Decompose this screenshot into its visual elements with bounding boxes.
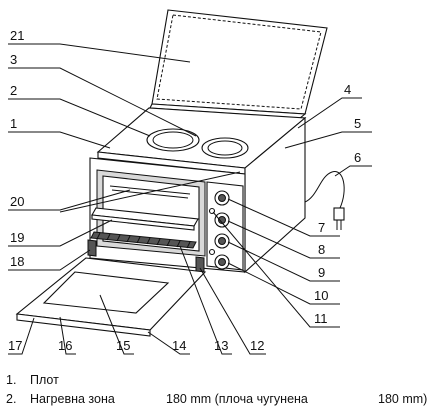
callout-3: 3 bbox=[10, 52, 17, 67]
callout-1: 1 bbox=[10, 116, 17, 131]
callout-14: 14 bbox=[172, 338, 186, 353]
callout-13: 13 bbox=[214, 338, 228, 353]
oven-door bbox=[15, 257, 207, 337]
callout-9: 9 bbox=[318, 265, 325, 280]
callout-8: 8 bbox=[318, 242, 325, 257]
callout-15: 15 bbox=[116, 338, 130, 353]
callout-12: 12 bbox=[250, 338, 264, 353]
cooktop bbox=[96, 107, 307, 175]
callout-16: 16 bbox=[58, 338, 72, 353]
control-knobs bbox=[208, 190, 230, 270]
legend-num-1: 1. bbox=[6, 373, 16, 387]
hotplate-large bbox=[146, 128, 200, 152]
legend-label-2: Нагревна зона bbox=[30, 392, 115, 406]
leader-lines bbox=[8, 43, 372, 355]
legend-spec-2: 180 mm (плоча чугунена bbox=[166, 392, 308, 406]
callout-6: 6 bbox=[354, 150, 361, 165]
oven-body bbox=[87, 116, 306, 274]
callout-10: 10 bbox=[314, 288, 328, 303]
callout-numbers: 21 3 2 1 4 5 6 20 19 18 7 8 9 10 11 12 1… bbox=[8, 28, 361, 353]
lid bbox=[149, 9, 328, 119]
callout-18: 18 bbox=[10, 254, 24, 269]
callout-4: 4 bbox=[344, 82, 351, 97]
legend-num-2: 2. bbox=[6, 392, 16, 406]
legend: 1. Плот 2. Нагревна зона 180 mm (плоча ч… bbox=[6, 373, 427, 406]
callout-11: 11 bbox=[314, 311, 328, 326]
callout-17: 17 bbox=[8, 338, 22, 353]
callout-2: 2 bbox=[10, 83, 17, 98]
callout-7: 7 bbox=[318, 220, 325, 235]
callout-21: 21 bbox=[10, 28, 24, 43]
callout-20: 20 bbox=[10, 194, 24, 209]
legend-label-1: Плот bbox=[30, 373, 59, 387]
power-cord bbox=[304, 171, 345, 230]
callout-19: 19 bbox=[10, 230, 24, 245]
callout-5: 5 bbox=[354, 116, 361, 131]
legend-spec2-2: 180 mm) bbox=[378, 392, 427, 406]
